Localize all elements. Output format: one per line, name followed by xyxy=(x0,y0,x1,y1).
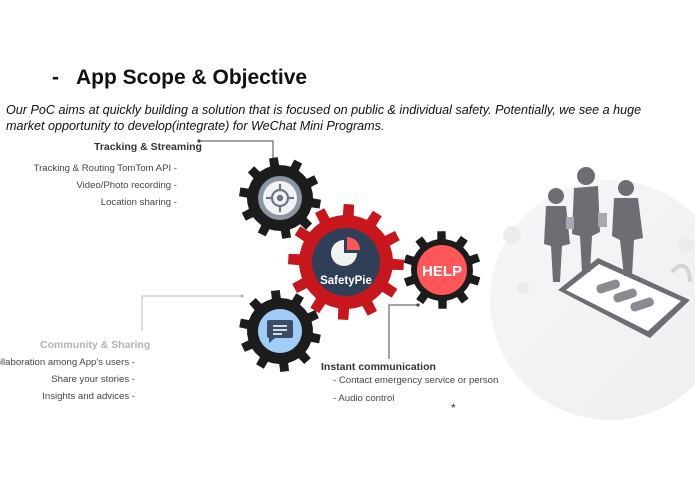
pie-chart-icon xyxy=(312,228,380,296)
title-text: App Scope & Objective xyxy=(76,66,308,89)
communication-connector xyxy=(388,304,418,359)
communication-item: - Audio control xyxy=(333,393,395,404)
intro-paragraph: Our PoC aims at quickly building a solut… xyxy=(6,102,691,134)
community-item: Collaboration among App's users - xyxy=(0,357,135,368)
title-bullet: - xyxy=(52,66,59,89)
crosshair-target-icon xyxy=(258,176,302,220)
footnote-asterisk: * xyxy=(451,401,456,415)
help-label: HELP xyxy=(422,263,462,280)
tracking-heading: Tracking & Streaming xyxy=(94,141,202,153)
intro-line-1: Our PoC aims at quickly building a solut… xyxy=(6,103,642,117)
help-circle xyxy=(417,245,467,295)
communication-heading: Instant communication xyxy=(321,361,436,373)
people-phone-illustration xyxy=(490,167,695,420)
phone-illustration xyxy=(558,258,690,338)
page-title: -App Scope & Objective xyxy=(52,66,307,90)
community-item: Insights and advices - xyxy=(42,391,135,402)
tracking-item: Location sharing - xyxy=(100,197,177,208)
intro-line-2: market opportunity to develop(integrate)… xyxy=(6,119,385,133)
tracking-connector xyxy=(199,140,274,159)
safetypie-label: SafetyPie xyxy=(320,275,372,287)
chat-bubble-icon xyxy=(258,309,302,353)
community-connector xyxy=(141,295,242,331)
community-item: Share your stories - xyxy=(51,374,135,385)
connector-lines xyxy=(141,139,420,359)
community-heading: Community & Sharing xyxy=(40,339,151,351)
tracking-item: Video/Photo recording - xyxy=(76,180,177,191)
communication-item: - Contact emergency service or person xyxy=(333,375,499,386)
people-illustration xyxy=(544,167,643,282)
tracking-item: Tracking & Routing TomTom API - xyxy=(33,163,177,174)
